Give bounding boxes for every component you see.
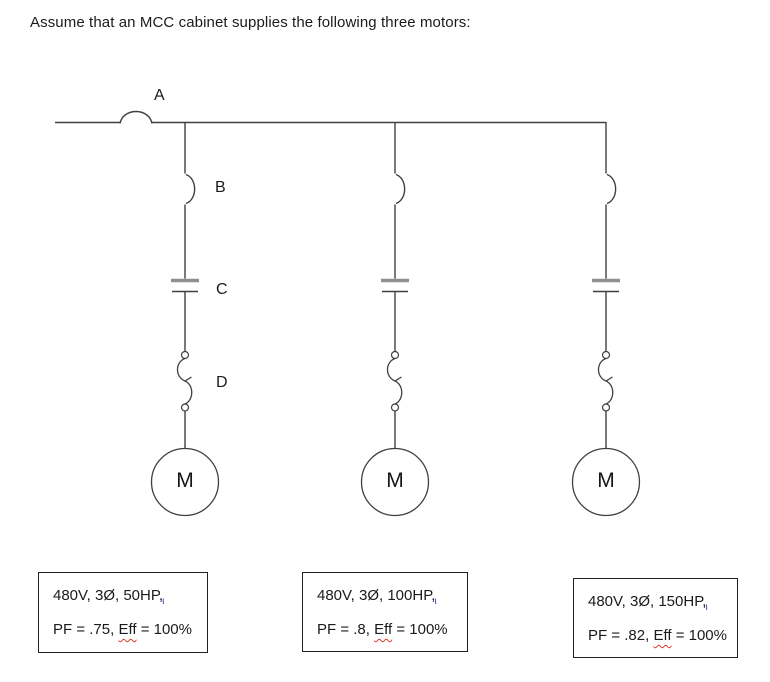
spec-text: 480V, 3Ø, 50HP,: [53, 587, 164, 604]
spec-text: 480V, 3Ø, 100HP,: [317, 587, 436, 604]
label-main-breaker: A: [154, 87, 165, 104]
motor-label: M: [597, 469, 615, 492]
ink-mark: ι: [705, 602, 708, 613]
spec-line-1: 480V, 3Ø, 150HP,ι: [588, 588, 729, 622]
page-title: Assume that an MCC cabinet supplies the …: [30, 14, 471, 31]
spec-eff-word: Eff: [118, 621, 137, 638]
spec-text: PF = .82,: [588, 627, 654, 644]
spec-text: = 100%: [392, 621, 448, 638]
spec-line-1: 480V, 3Ø, 100HP,ι: [317, 582, 459, 616]
spec-line-2: PF = .8, Eff = 100%: [317, 616, 459, 644]
ink-mark: ι: [434, 596, 437, 607]
label-branch-breaker: B: [215, 179, 226, 196]
spec-text: PF = .8,: [317, 621, 375, 638]
spec-line-2: PF = .75, Eff = 100%: [53, 616, 199, 644]
main-breaker-symbol: [119, 110, 153, 124]
motor-spec-box-1: 480V, 3Ø, 50HP,ι PF = .75, Eff = 100%: [38, 572, 208, 653]
branch-3: [570, 120, 642, 518]
spec-text: = 100%: [671, 627, 727, 644]
ink-mark: ι: [162, 596, 165, 607]
spec-text: 480V, 3Ø, 150HP,: [588, 593, 707, 610]
label-contactor: C: [216, 281, 228, 298]
spec-text: PF = .75,: [53, 621, 119, 638]
spec-eff-word: Eff: [374, 621, 393, 638]
motor-label: M: [176, 469, 194, 492]
spec-line-2: PF = .82, Eff = 100%: [588, 622, 729, 650]
spec-text: = 100%: [136, 621, 192, 638]
spec-line-1: 480V, 3Ø, 50HP,ι: [53, 582, 199, 616]
motor-spec-box-3: 480V, 3Ø, 150HP,ι PF = .82, Eff = 100%: [573, 578, 738, 658]
spec-eff-word: Eff: [653, 627, 672, 644]
motor-label: M: [386, 469, 404, 492]
motor-spec-box-2: 480V, 3Ø, 100HP,ι PF = .8, Eff = 100%: [302, 572, 468, 652]
label-overload: D: [216, 374, 228, 391]
branch-1: [149, 120, 221, 518]
branch-2: [359, 120, 431, 518]
